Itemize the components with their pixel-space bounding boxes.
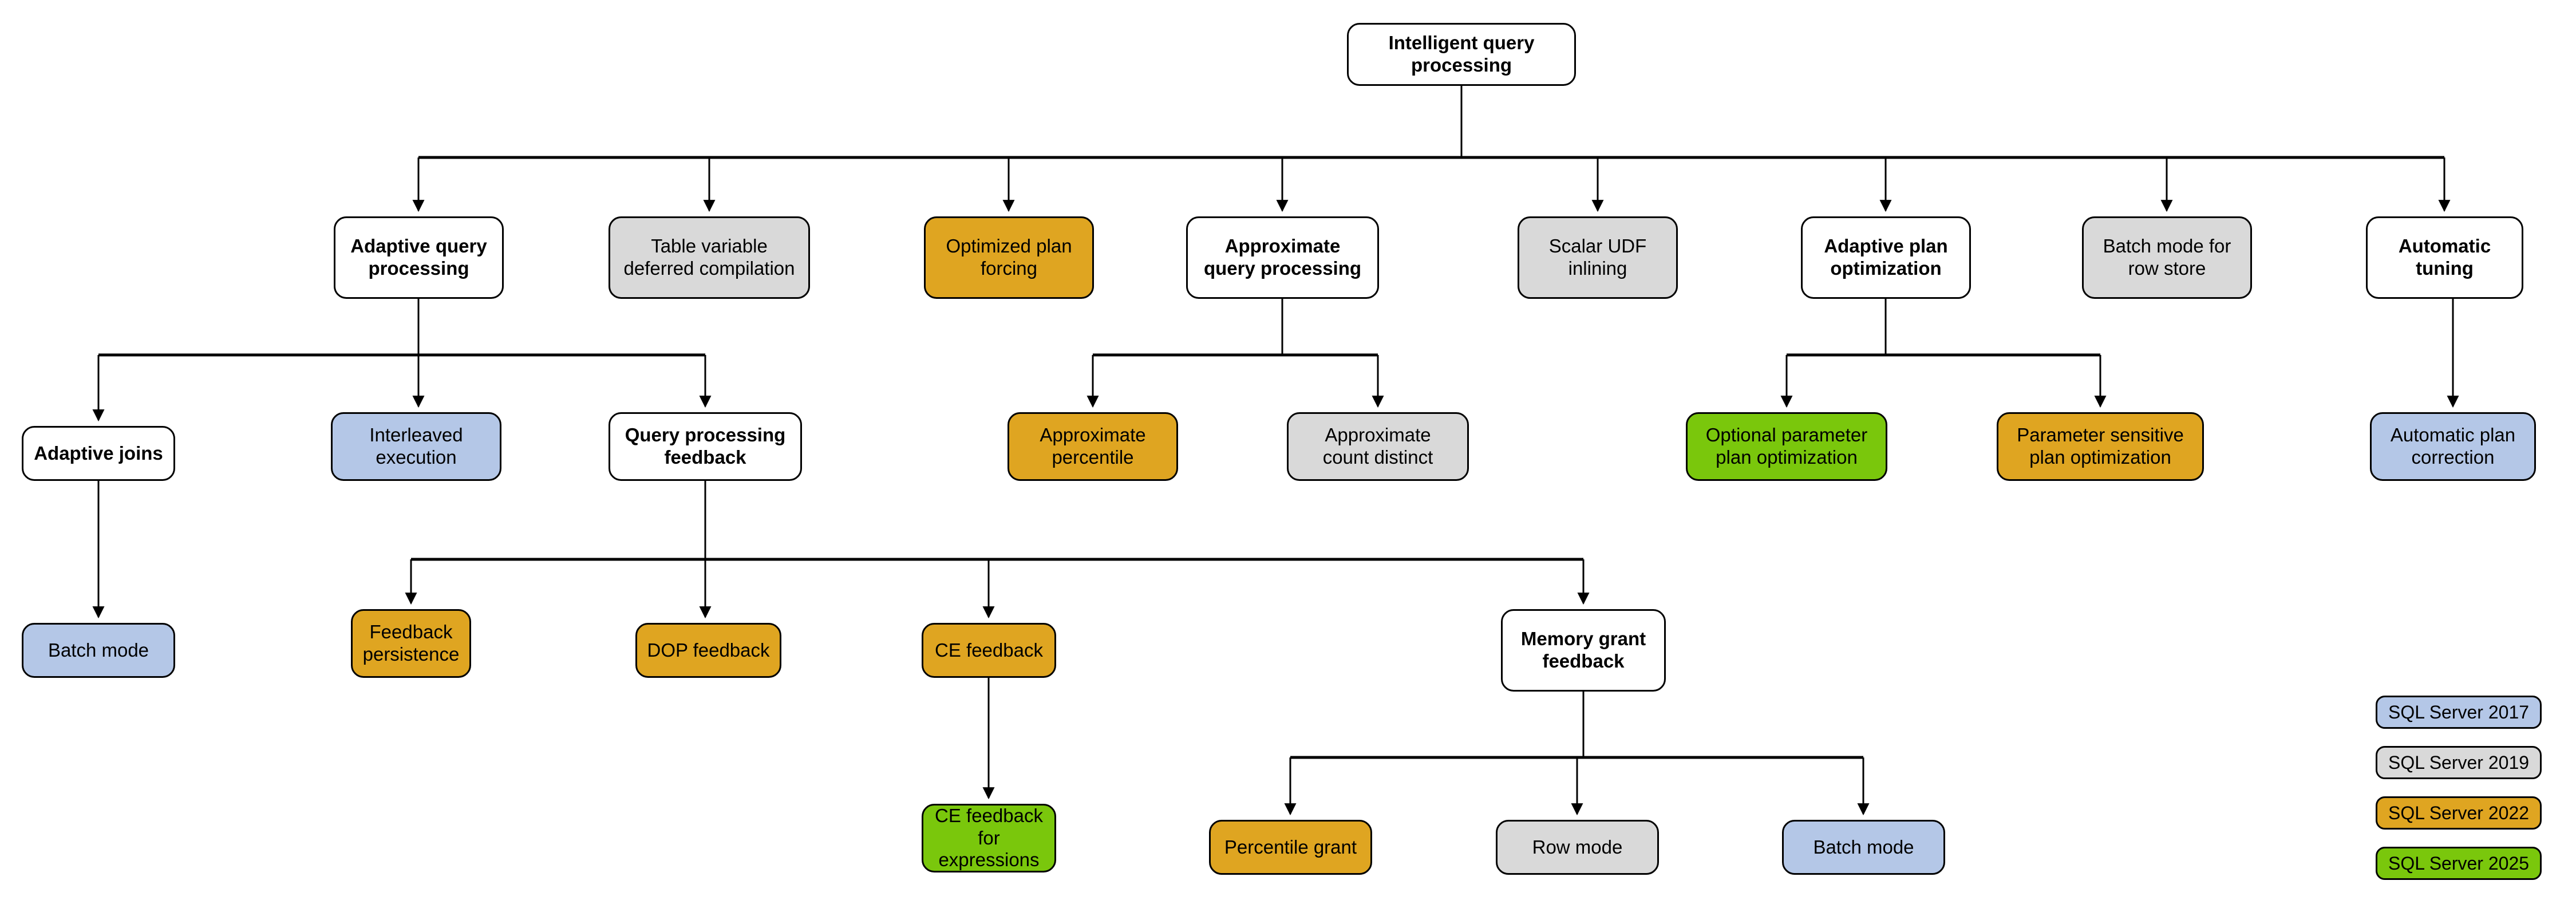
node-apo[interactable]: Adaptive plan optimization	[1801, 216, 1971, 299]
node-bm1[interactable]: Batch mode	[22, 623, 175, 678]
node-ce[interactable]: CE feedback	[922, 623, 1056, 678]
node-aj[interactable]: Adaptive joins	[22, 426, 175, 481]
node-udf[interactable]: Scalar UDF inlining	[1518, 216, 1678, 299]
node-fp[interactable]: Feedback persistence	[351, 609, 471, 678]
node-ie[interactable]: Interleaved execution	[331, 412, 501, 481]
node-root[interactable]: Intelligent query processing	[1347, 23, 1576, 86]
node-apct[interactable]: Approximate percentile	[1008, 412, 1178, 481]
legend-item-blue: SQL Server 2017	[2376, 696, 2542, 729]
node-opf[interactable]: Optimized plan forcing	[924, 216, 1094, 299]
node-dop[interactable]: DOP feedback	[635, 623, 781, 678]
node-apc[interactable]: Automatic plan correction	[2370, 412, 2536, 481]
node-oppo[interactable]: Optional parameter plan optimization	[1686, 412, 1887, 481]
node-bmrs[interactable]: Batch mode for row store	[2082, 216, 2252, 299]
node-at[interactable]: Automatic tuning	[2366, 216, 2523, 299]
legend-item-grey: SQL Server 2019	[2376, 746, 2542, 779]
node-rm[interactable]: Row mode	[1496, 820, 1659, 875]
node-pg[interactable]: Percentile grant	[1209, 820, 1372, 875]
legend-item-gold: SQL Server 2022	[2376, 796, 2542, 830]
node-tvdc[interactable]: Table variable deferred compilation	[609, 216, 810, 299]
node-pspo[interactable]: Parameter sensitive plan optimization	[1997, 412, 2204, 481]
legend-item-green: SQL Server 2025	[2376, 847, 2542, 880]
node-aqp[interactable]: Adaptive query processing	[334, 216, 504, 299]
node-mgf[interactable]: Memory grant feedback	[1501, 609, 1666, 692]
node-cefe[interactable]: CE feedback for expressions	[922, 804, 1056, 872]
node-approx[interactable]: Approximate query processing	[1186, 216, 1379, 299]
node-bm2[interactable]: Batch mode	[1782, 820, 1945, 875]
node-acd[interactable]: Approximate count distinct	[1287, 412, 1469, 481]
node-qpf[interactable]: Query processing feedback	[609, 412, 802, 481]
